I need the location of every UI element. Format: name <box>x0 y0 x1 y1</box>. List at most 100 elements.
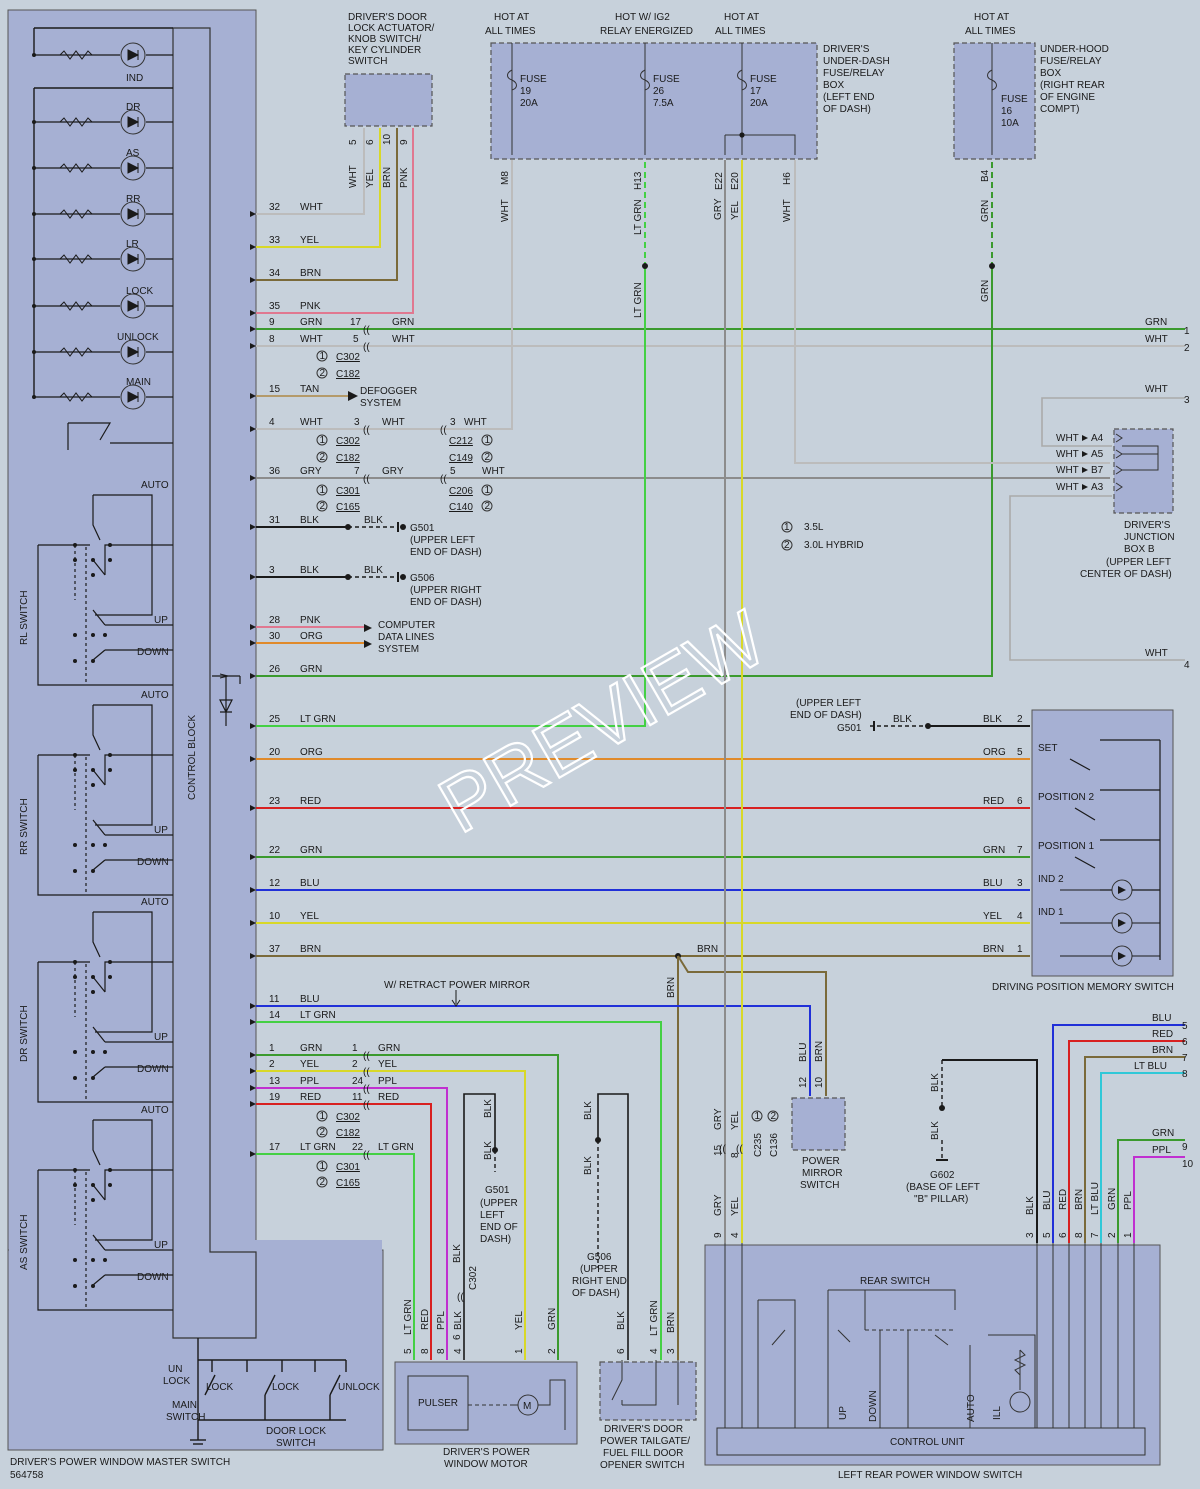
pin-arrow <box>250 1003 256 1009</box>
wire-color-label: WHT <box>382 417 405 428</box>
pin-arrow <box>250 624 256 630</box>
wire-color-label: WHT <box>1056 482 1079 493</box>
wire-color-label: RED <box>1152 1029 1173 1040</box>
pin-arrow <box>250 475 256 481</box>
wire-color-label: GRN <box>983 845 1005 856</box>
fuse-label: FUSE <box>520 74 547 85</box>
ground-icon <box>400 574 406 580</box>
diode-icon <box>219 673 229 679</box>
pin-arrow <box>250 1019 256 1025</box>
wire <box>256 128 398 281</box>
wire-color-label: ORG <box>300 747 323 758</box>
wire-color-label: BRN <box>1074 1189 1085 1210</box>
connector-symbol: (( <box>363 325 370 336</box>
wire-color-label: YEL <box>983 911 1002 922</box>
un-label: UN <box>168 1364 182 1375</box>
wire-color-label: RED <box>300 796 321 807</box>
splice-dot <box>73 543 77 547</box>
connector-variant-mark <box>316 500 328 512</box>
motor-label: M <box>523 1401 531 1412</box>
mirror-title-2: MIRROR <box>802 1168 843 1179</box>
wire-color-label: ORG <box>983 747 1006 758</box>
svg-text:2: 2 <box>784 540 790 551</box>
ground-location: (UPPER <box>480 1198 518 1209</box>
pin-label: 8 <box>436 1348 447 1354</box>
actuator-label-line: SWITCH <box>348 56 387 67</box>
offpage-num: 6 <box>1182 1037 1188 1048</box>
up-label: UP <box>154 1240 168 1251</box>
memory-switch-box <box>1031 709 1174 977</box>
wire-color-label: RED <box>300 1092 321 1103</box>
pin-number: 2 <box>269 1059 275 1070</box>
wire <box>256 1087 448 1360</box>
pin-label: M8 <box>500 171 511 185</box>
junction-box <box>1113 428 1174 514</box>
jbox-bus <box>1122 445 1159 471</box>
offpage-num: 1 <box>1184 326 1190 337</box>
underhood-label-line: COMPT) <box>1040 104 1079 115</box>
wire-color-label: BLK <box>300 515 319 526</box>
pin-arrow <box>250 310 256 316</box>
hot-label: ALL TIMES <box>485 26 536 37</box>
pin-arrow <box>250 1068 256 1074</box>
connector-name: C302 <box>336 352 360 363</box>
pin-arrow <box>250 211 256 217</box>
connector-symbol: (( <box>363 1051 370 1062</box>
connector-symbol: (( <box>363 425 370 436</box>
wire-color-label: BRN <box>814 1041 825 1062</box>
main-switch-label-2: SWITCH <box>166 1412 205 1423</box>
splice-dot <box>91 843 95 847</box>
pin-number: 23 <box>269 796 281 807</box>
pin-arrow <box>1082 484 1088 490</box>
wire <box>256 128 365 215</box>
wire-color-label: LT GRN <box>300 1142 336 1153</box>
wire <box>256 1005 811 1096</box>
wire-color-label: GRY <box>713 1108 724 1130</box>
diode-icon <box>127 253 140 265</box>
pin-label: 3 <box>1025 1232 1036 1238</box>
unlock-label: UNLOCK <box>338 1382 380 1393</box>
splice-dot <box>73 753 77 757</box>
splice-dot <box>91 783 95 787</box>
wire-color-label: PPL <box>378 1076 397 1087</box>
wire <box>256 1153 415 1360</box>
memory-function-label: POSITION 2 <box>1038 792 1095 803</box>
pin-arrow <box>250 854 256 860</box>
wire-color-label: YEL <box>730 1197 741 1216</box>
ground-location: END OF <box>480 1222 518 1233</box>
wire-color-label: GRN <box>300 664 322 675</box>
pin-label: 8 <box>730 1152 741 1158</box>
pin-number: 17 <box>350 317 362 328</box>
wire-color-label: WHT <box>348 165 359 188</box>
splice-dot <box>73 659 77 663</box>
indicator-bus <box>33 87 173 397</box>
wire-color-label: RED <box>1058 1189 1069 1210</box>
connector-variant-mark <box>316 1176 328 1188</box>
pin-number: 26 <box>269 664 281 675</box>
connector-name: C301 <box>336 1162 360 1173</box>
wire <box>942 1059 1038 1243</box>
wire-color-label: YEL <box>300 1059 319 1070</box>
arrow-icon <box>364 624 372 648</box>
switch-contact <box>92 769 106 871</box>
underdash-label-line: DRIVER'S <box>823 44 870 55</box>
memory-switch-internals <box>1060 739 1161 967</box>
connector-name: C212 <box>449 436 473 447</box>
wire-color-label: BLK <box>583 1156 594 1175</box>
pin-label: 12 <box>798 1076 809 1088</box>
down-label: DOWN <box>137 647 169 658</box>
connector-variant-num: 1 <box>320 485 326 496</box>
wire-color-label: WHT <box>1056 449 1079 460</box>
pin-arrow <box>250 1085 256 1091</box>
memory-function-label: IND 1 <box>1038 907 1064 918</box>
wire-color-label: YEL <box>730 1111 741 1130</box>
rear-auto-label: AUTO <box>966 1394 977 1422</box>
main-switch-label-1: MAIN <box>172 1400 197 1411</box>
pin-arrow <box>250 524 256 530</box>
wire-color-label: BLU <box>1042 1191 1053 1210</box>
pin-arrow <box>250 953 256 959</box>
